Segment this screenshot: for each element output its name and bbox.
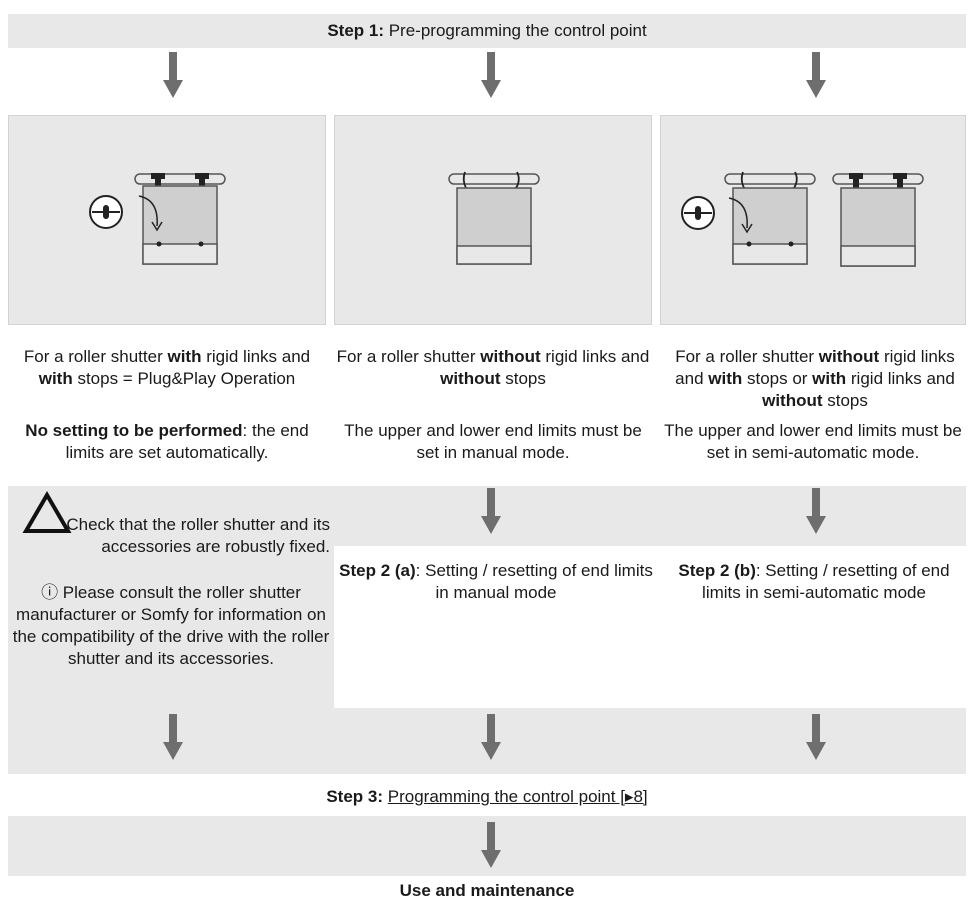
column1-description: For a roller shutter with rigid links an… [23,347,311,388]
arrow-down-icon [481,822,501,868]
column3-setting: The upper and lower end limits must be s… [664,421,962,462]
column3-description: For a roller shutter without rigid links… [675,347,955,410]
middle-band [334,486,966,546]
step2b-text: Step 2 (b): Setting / resetting of end l… [678,561,950,602]
arrow-down-icon [806,714,826,760]
arrow-down-icon [481,488,501,534]
page-ref-arrow-icon: ▸ [624,787,634,806]
roller-shutter-with-rigid-links-illustration [89,173,226,265]
step3-title: Step 3: Programming the control point [▸… [326,787,648,806]
arrow-down-icon [806,488,826,534]
illustration-panel-mixed [660,115,966,325]
column1-setting: No setting to be performed: the end limi… [25,421,309,462]
column2-description: For a roller shutter without rigid links… [336,347,650,388]
step1-title: Step 1: Pre-programming the control poin… [327,21,647,40]
illustration-panel-no-links-no-stops [334,115,652,325]
arrow-down-icon [481,714,501,760]
warning-text: Check that the roller shutter and its ac… [66,515,330,556]
use-and-maintenance: Use and maintenance [399,881,575,900]
roller-shutter-mixed-configuration-illustration [681,171,924,267]
arrow-down-icon [481,52,501,98]
info-note: ⓘ Please consult the roller shutter manu… [12,583,330,668]
arrow-down-icon [163,52,183,98]
arrow-down-icon [163,714,183,760]
roller-shutter-without-rigid-links-illustration [448,171,540,265]
step1-band [8,14,966,48]
illustration-panel-rigid-links-stops [8,115,326,325]
programming-link[interactable]: Programming the control point [▸8] [387,787,648,806]
step2a-text: Step 2 (a): Setting / resetting of end l… [339,561,653,602]
info-circle-icon: ⓘ [41,583,59,602]
column2-setting: The upper and lower end limits must be s… [344,421,642,462]
warning-triangle-icon [22,491,72,533]
arrow-down-icon [806,52,826,98]
